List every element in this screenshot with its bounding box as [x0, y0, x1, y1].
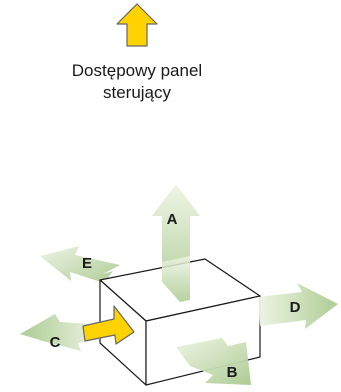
arrow-label-a: A	[167, 211, 178, 228]
legend-text-line1: Dostępowy panel	[72, 61, 202, 80]
clearance-arrow-c	[20, 314, 104, 351]
yellow-panel-arrow-icon	[82, 305, 135, 345]
arrow-label-c: C	[50, 334, 61, 351]
yellow-up-arrow-icon	[116, 3, 158, 47]
clearance-arrow-a-stem	[162, 256, 190, 302]
clearance-arrow-e	[40, 246, 120, 283]
clearance-arrow-b	[176, 338, 251, 385]
arrow-label-b: B	[227, 364, 238, 381]
clearance-arrow-d	[258, 283, 338, 329]
arrow-label-d: D	[290, 299, 301, 316]
arrow-label-e: E	[82, 255, 92, 272]
legend-text-line2: sterujący	[103, 83, 172, 102]
